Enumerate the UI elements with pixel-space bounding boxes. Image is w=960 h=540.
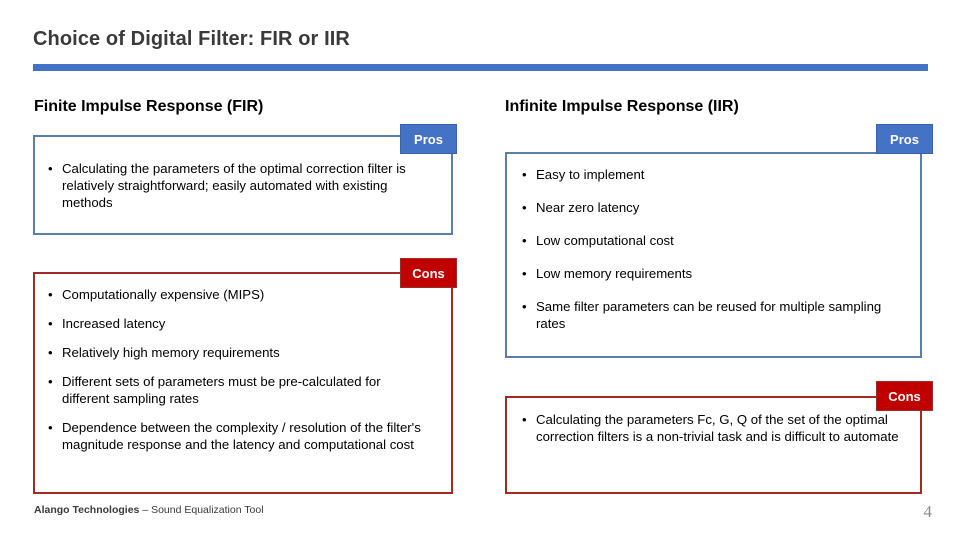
fir-pros-list: • Calculating the parameters of the opti… xyxy=(44,160,414,211)
bullet-icon: • xyxy=(522,233,527,248)
fir-column-heading: Finite Impulse Response (FIR) xyxy=(34,98,264,115)
bullet-icon: • xyxy=(48,420,53,435)
list-item: • Dependence between the complexity / re… xyxy=(44,419,429,453)
list-item-text: Calculating the parameters of the optima… xyxy=(62,161,406,210)
list-item-text: Increased latency xyxy=(62,316,166,331)
fir-cons-badge: Cons xyxy=(400,258,457,288)
fir-pros-panel xyxy=(33,135,453,235)
bullet-icon: • xyxy=(48,287,53,302)
list-item-text: Low computational cost xyxy=(536,233,674,248)
footer-company: Alango Technologies xyxy=(34,504,140,516)
page-number: 4 xyxy=(923,502,933,521)
bullet-icon: • xyxy=(522,200,527,215)
iir-cons-panel xyxy=(505,396,922,494)
list-item: • Relatively high memory requirements xyxy=(44,344,429,361)
list-item: • Low computational cost xyxy=(518,232,898,249)
list-item-text: Dependence between the complexity / reso… xyxy=(62,420,421,452)
list-item: • Increased latency xyxy=(44,315,429,332)
bullet-icon: • xyxy=(48,345,53,360)
iir-pros-panel xyxy=(505,152,922,358)
bullet-icon: • xyxy=(522,299,527,314)
iir-cons-list: • Calculating the parameters Fc, G, Q of… xyxy=(518,411,903,445)
fir-cons-panel xyxy=(33,272,453,494)
bullet-icon: • xyxy=(522,412,527,427)
list-item: • Calculating the parameters of the opti… xyxy=(44,160,414,211)
bullet-icon: • xyxy=(48,316,53,331)
bullet-icon: • xyxy=(48,374,53,389)
list-item: • Same filter parameters can be reused f… xyxy=(518,298,898,332)
list-item-text: Computationally expensive (MIPS) xyxy=(62,287,265,302)
list-item: • Calculating the parameters Fc, G, Q of… xyxy=(518,411,903,445)
list-item: • Near zero latency xyxy=(518,199,898,216)
list-item-text: Near zero latency xyxy=(536,200,640,215)
list-item: • Computationally expensive (MIPS) xyxy=(44,286,429,303)
list-item-text: Low memory requirements xyxy=(536,266,693,281)
list-item-text: Same filter parameters can be reused for… xyxy=(536,299,882,331)
title-accent-bar xyxy=(33,64,928,71)
bullet-icon: • xyxy=(522,266,527,281)
list-item-text: Relatively high memory requirements xyxy=(62,345,280,360)
list-item: • Different sets of parameters must be p… xyxy=(44,373,429,407)
bullet-icon: • xyxy=(522,167,527,182)
list-item: • Low memory requirements xyxy=(518,265,898,282)
footer: Alango Technologies – Sound Equalization… xyxy=(34,504,264,516)
list-item-text: Easy to implement xyxy=(536,167,645,182)
list-item-text: Different sets of parameters must be pre… xyxy=(62,374,381,406)
bullet-icon: • xyxy=(48,161,53,176)
fir-cons-list: • Computationally expensive (MIPS) • Inc… xyxy=(44,286,429,465)
iir-column-heading: Infinite Impulse Response (IIR) xyxy=(505,98,739,115)
iir-pros-badge: Pros xyxy=(876,124,933,154)
list-item: • Easy to implement xyxy=(518,166,898,183)
list-item-text: Calculating the parameters Fc, G, Q of t… xyxy=(536,412,899,444)
fir-pros-badge: Pros xyxy=(400,124,457,154)
iir-cons-badge: Cons xyxy=(876,381,933,411)
iir-pros-list: • Easy to implement • Near zero latency … xyxy=(518,166,898,348)
footer-subtitle: – Sound Equalization Tool xyxy=(142,504,264,516)
page-title: Choice of Digital Filter: FIR or IIR xyxy=(33,28,350,50)
